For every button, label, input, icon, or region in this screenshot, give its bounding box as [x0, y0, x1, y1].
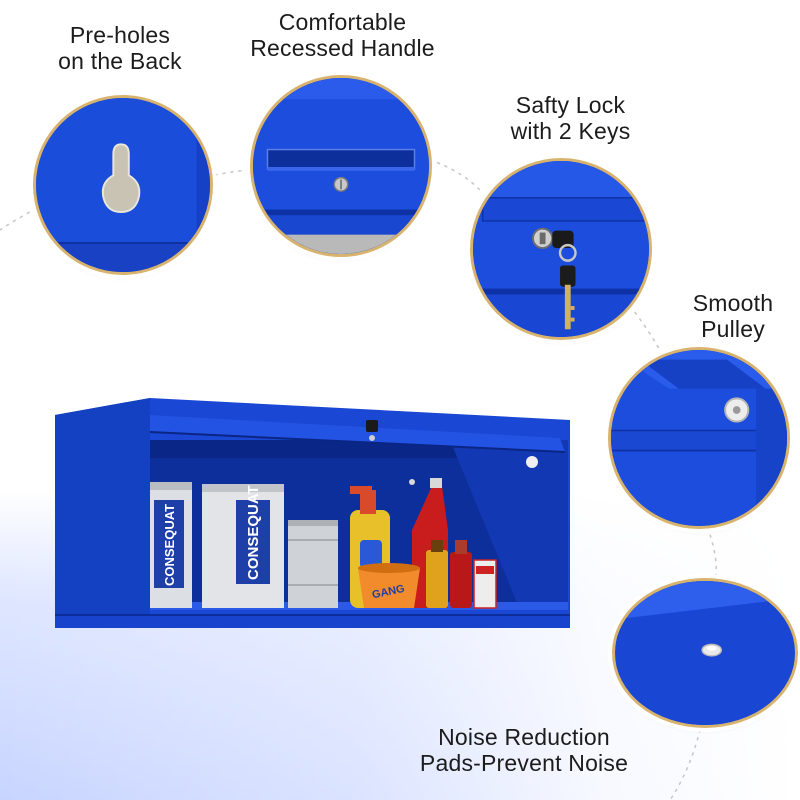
- keyhole-slot-icon: [36, 98, 210, 272]
- pulley-label-line1: Smooth: [692, 290, 774, 316]
- wall-cabinet-image: GANG CONSEQUAT CONSEQUAT: [50, 390, 575, 635]
- orange-bucket: GANG: [358, 563, 420, 608]
- pads-detail-circle: [612, 578, 798, 728]
- handle-label-line1: Comfortable: [278, 9, 407, 35]
- rubber-pad-icon: [615, 581, 795, 725]
- lock-label: Safty Lock with 2 Keys: [488, 92, 653, 144]
- can-item: [150, 482, 192, 608]
- pulley-wheel-icon: [611, 350, 787, 526]
- can-brand-text: CONSEQUAT: [162, 504, 177, 586]
- preholes-label-line2: on the Back: [58, 48, 182, 74]
- handle-label-line2: Recessed Handle: [250, 35, 435, 61]
- pads-label-line2: Pads-Prevent Noise: [419, 750, 629, 776]
- lock-and-keys-icon: [473, 161, 649, 337]
- preholes-label-line1: Pre-holes: [69, 22, 171, 48]
- preholes-label: Pre-holes on the Back: [40, 22, 200, 74]
- pads-label-line1: Noise Reduction: [438, 724, 610, 750]
- handle-label: Comfortable Recessed Handle: [230, 9, 455, 61]
- can-brand-text-large: CONSEQUAT: [245, 485, 262, 580]
- small-bottles: [426, 540, 497, 609]
- recessed-handle-icon: [253, 78, 429, 254]
- cabinet-illustration: GANG CONSEQUAT CONSEQUAT: [55, 398, 570, 628]
- preholes-detail-circle: [33, 95, 213, 275]
- handle-detail-circle: [250, 75, 432, 257]
- can-item: [288, 520, 338, 608]
- lock-label-line1: Safty Lock: [515, 92, 626, 118]
- pulley-label-line2: Pulley: [701, 316, 765, 342]
- pulley-detail-circle: [608, 347, 790, 529]
- pads-label: Noise Reduction Pads-Prevent Noise: [400, 724, 648, 776]
- lock-detail-circle: [470, 158, 652, 340]
- can-item: [202, 484, 284, 608]
- pulley-label: Smooth Pulley: [668, 290, 798, 342]
- lock-label-line2: with 2 Keys: [510, 118, 631, 144]
